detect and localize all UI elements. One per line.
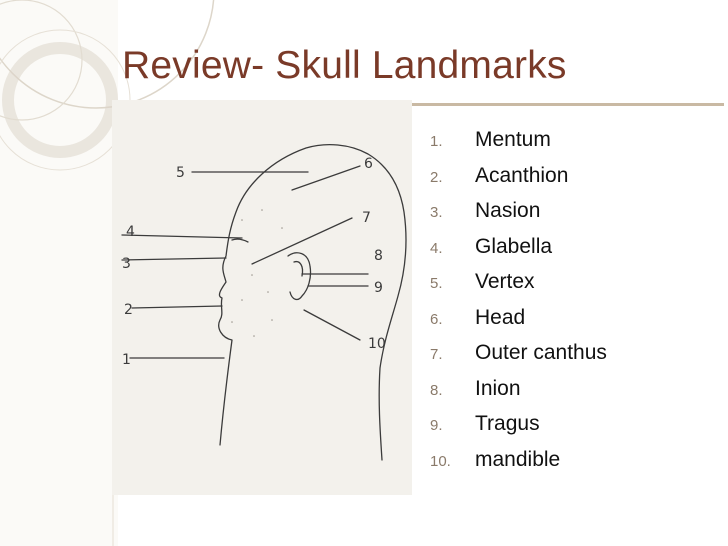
list-item: 10. mandible xyxy=(430,448,607,484)
list-term: Outer canthus xyxy=(475,341,607,364)
list-term: Head xyxy=(475,305,526,329)
list-number: 7. xyxy=(430,346,443,363)
list-item: 2. Acanthion xyxy=(430,164,607,200)
sketch-paper xyxy=(112,100,412,495)
sketch-label-4: 4 xyxy=(126,224,135,240)
title-divider xyxy=(118,103,724,106)
list-number: 2. xyxy=(430,168,443,186)
list-number: 8. xyxy=(430,381,443,399)
list-item: 1. Mentum xyxy=(430,128,607,164)
sketch-label-7: 7 xyxy=(362,210,371,226)
list-term: mandible xyxy=(475,447,561,471)
list-item: 5. Vertex xyxy=(430,270,607,306)
sketch-label-5: 5 xyxy=(176,165,185,181)
list-number: 5. xyxy=(430,275,443,292)
list-term: Acanthion xyxy=(475,163,569,187)
sketch-label-3: 3 xyxy=(122,256,131,272)
list-term: Tragus xyxy=(475,412,540,435)
list-term: Nasion xyxy=(475,199,541,222)
list-number: 10. xyxy=(430,452,451,470)
list-item: 4. Glabella xyxy=(430,235,607,271)
landmark-list: 1. Mentum 2. Acanthion 3. Nasion 4. Glabella… xyxy=(430,128,607,483)
list-item: 9. Tragus xyxy=(430,412,607,448)
sketch-label-9: 9 xyxy=(374,280,383,296)
list-term: Mentum xyxy=(475,128,551,151)
list-number: 4. xyxy=(430,239,443,257)
list-item: 3. Nasion xyxy=(430,199,607,235)
head-sketch: 5 6 4 7 3 8 9 2 1 10 xyxy=(112,100,412,495)
list-number: 9. xyxy=(430,417,443,434)
sketch-label-1: 1 xyxy=(122,352,131,368)
sketch-label-2: 2 xyxy=(124,302,133,318)
list-number: 6. xyxy=(430,310,443,328)
sketch-label-6: 6 xyxy=(364,156,373,172)
list-number: 3. xyxy=(430,204,443,221)
list-item: 8. Inion xyxy=(430,377,607,413)
sketch-label-10: 10 xyxy=(368,336,386,352)
list-number: 1. xyxy=(430,133,443,150)
head-profile-sketch: 5 6 4 7 3 8 9 2 1 10 xyxy=(121,144,407,461)
list-item: 6. Head xyxy=(430,306,607,342)
list-term: Glabella xyxy=(475,234,553,258)
sketch-label-8: 8 xyxy=(374,248,383,264)
slide-title: Review- Skull Landmarks xyxy=(122,44,567,87)
list-term: Inion xyxy=(475,376,521,400)
list-term: Vertex xyxy=(475,270,535,293)
list-item: 7. Outer canthus xyxy=(430,341,607,377)
